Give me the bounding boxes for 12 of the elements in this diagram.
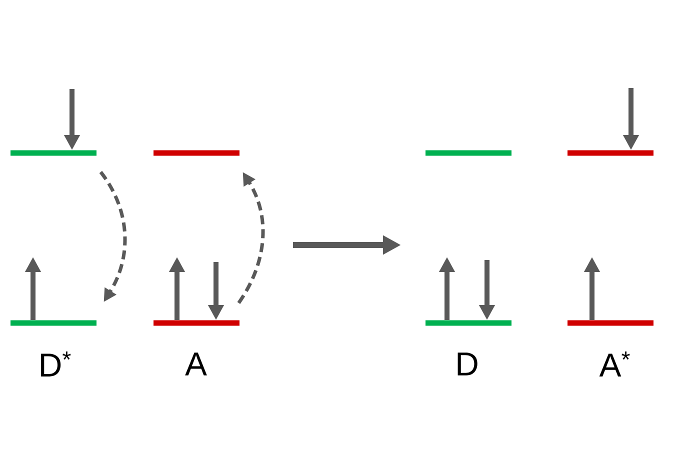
energy-level bbox=[568, 320, 654, 326]
energy-level bbox=[10, 150, 96, 156]
energy-level bbox=[426, 150, 512, 156]
state-label: A bbox=[185, 352, 207, 376]
energy-level bbox=[10, 320, 96, 326]
state-label: D$^{*}$ bbox=[41, 352, 71, 376]
energy-level bbox=[426, 320, 512, 326]
energy-level bbox=[568, 150, 654, 156]
state-label: A$^{*}$ bbox=[599, 352, 630, 376]
state-label: D bbox=[458, 352, 478, 376]
energy-level bbox=[154, 320, 240, 326]
energy-level bbox=[154, 150, 240, 156]
